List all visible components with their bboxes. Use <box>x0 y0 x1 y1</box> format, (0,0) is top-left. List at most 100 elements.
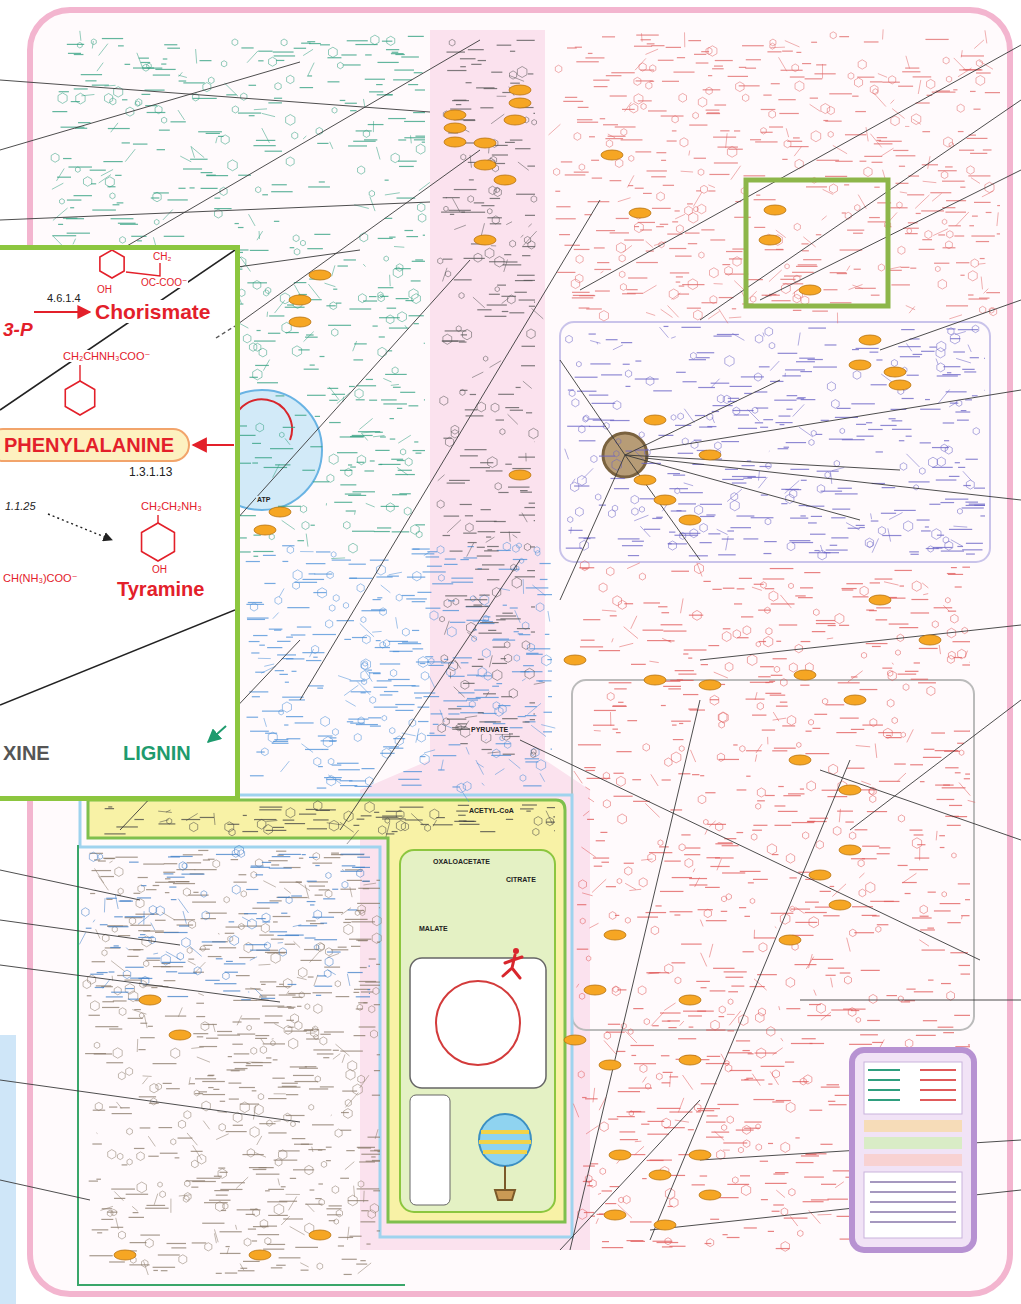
reaction-arrow <box>48 514 112 540</box>
compound-box: PHENYLALANINE <box>0 428 190 462</box>
enzyme-oval <box>829 900 851 910</box>
enzyme-oval <box>584 985 606 995</box>
compound-name: PHENYLALANINE <box>4 434 174 456</box>
formula-label: CH(NH₃)COO⁻ <box>2 572 78 584</box>
enzyme-oval <box>169 1030 191 1040</box>
enzyme-oval <box>309 270 331 280</box>
enzyme-oval <box>249 1250 271 1260</box>
enzyme-oval <box>634 475 656 485</box>
formula-label: OC-COO⁻ <box>140 277 188 288</box>
enzyme-oval <box>759 235 781 245</box>
enzyme-oval <box>679 515 701 525</box>
formula-label: OH <box>96 284 113 295</box>
enzyme-oval <box>644 415 666 425</box>
enzyme-oval <box>269 507 291 517</box>
chain-box <box>410 1095 450 1205</box>
enzyme-oval <box>699 450 721 460</box>
benzene-ring <box>142 523 175 561</box>
leader-line <box>0 610 235 705</box>
enzyme-oval <box>779 935 801 945</box>
enzyme-oval <box>649 1170 671 1180</box>
reaction-arrow <box>208 726 226 742</box>
enzyme-oval <box>444 123 466 133</box>
metabolite-label: MALATE <box>418 925 449 933</box>
enzyme-oval <box>699 680 721 690</box>
leader-line <box>216 326 235 338</box>
enzyme-oval <box>504 115 526 125</box>
enzyme-oval <box>601 150 623 160</box>
enzyme-oval <box>869 595 891 605</box>
cycle-box <box>410 958 546 1088</box>
metabolite-label: ATP <box>256 496 271 504</box>
compound-name: 3-P <box>2 320 34 341</box>
enzyme-oval <box>609 1150 631 1160</box>
enzyme-oval <box>289 295 311 305</box>
enzyme-oval <box>509 85 531 95</box>
enzyme-oval <box>444 137 466 147</box>
enzyme-number: 1.1.25 <box>4 500 37 512</box>
enzyme-oval <box>679 1055 701 1065</box>
enzyme-oval <box>699 1190 721 1200</box>
enzyme-oval <box>919 635 941 645</box>
enzyme-oval <box>654 1220 676 1230</box>
edge-strip <box>0 1035 16 1304</box>
enzyme-oval <box>289 317 311 327</box>
enzyme-oval <box>844 695 866 705</box>
benzene-ring <box>100 250 124 278</box>
benzene-ring <box>65 381 94 415</box>
enzyme-oval <box>629 208 651 218</box>
metabolite-label: PYRUVATE <box>470 726 509 734</box>
metabolite-label: OXALOACETATE <box>432 858 491 866</box>
enzyme-oval <box>859 335 881 345</box>
enzyme-oval <box>654 495 676 505</box>
bond-line <box>126 263 160 276</box>
legend-bar <box>864 1120 962 1132</box>
compound-name: Chorismate <box>94 300 212 323</box>
enzyme-oval <box>889 380 911 390</box>
formula-label: CH₂ <box>152 251 172 262</box>
formula-label: OH <box>151 564 168 575</box>
enzyme-oval <box>604 930 626 940</box>
enzyme-oval <box>114 1250 136 1260</box>
compound-name: LIGNIN <box>122 742 192 764</box>
formula-label: CH₂CHNH₃COO⁻ <box>62 350 151 362</box>
legend-bar <box>864 1137 962 1149</box>
enzyme-number: 4.6.1.4 <box>46 292 82 304</box>
enzyme-oval <box>564 1035 586 1045</box>
enzyme-oval <box>764 205 786 215</box>
enzyme-oval <box>839 785 861 795</box>
enzyme-oval <box>254 525 276 535</box>
enzyme-oval <box>679 995 701 1005</box>
metabolite-label: ACETYL-CoA <box>468 807 515 815</box>
enzyme-oval <box>564 655 586 665</box>
enzyme-oval <box>689 1150 711 1160</box>
enzyme-oval <box>309 1230 331 1240</box>
enzyme-oval <box>644 675 666 685</box>
enzyme-oval <box>494 175 516 185</box>
enzyme-oval <box>599 1060 621 1070</box>
zoom-inset: 3-P 4.6.1.4Chorismate CH₂ OH OC-COO⁻ CH₂CHNH₃… <box>0 245 240 801</box>
enzyme-oval <box>444 110 466 120</box>
enzyme-oval <box>794 670 816 680</box>
compound-name: XINE <box>2 742 51 764</box>
enzyme-oval <box>474 160 496 170</box>
enzyme-oval <box>604 1210 626 1220</box>
runner-head <box>513 948 519 954</box>
enzyme-oval <box>474 235 496 245</box>
enzyme-oval <box>139 995 161 1005</box>
enzyme-oval <box>509 470 531 480</box>
enzyme-oval <box>799 285 821 295</box>
metabolite-label: CITRATE <box>505 876 537 884</box>
formula-label: CH₂CH₂NH₃ <box>140 500 203 512</box>
enzyme-oval <box>884 367 906 377</box>
enzyme-oval <box>509 98 531 108</box>
inset-drawing <box>0 250 235 796</box>
enzyme-oval <box>789 755 811 765</box>
enzyme-oval <box>839 845 861 855</box>
enzyme-oval <box>849 360 871 370</box>
compound-name: Tyramine <box>116 578 205 600</box>
enzyme-oval <box>474 138 496 148</box>
enzyme-number: 1.3.1.13 <box>128 466 173 479</box>
legend-bar <box>864 1154 962 1166</box>
